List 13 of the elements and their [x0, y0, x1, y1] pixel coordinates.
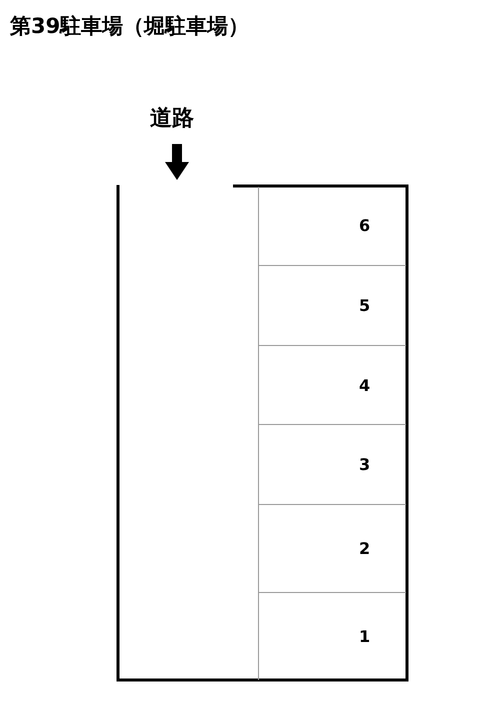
space-number: 1 — [359, 627, 370, 647]
road-label: 道路 — [150, 105, 194, 133]
space-number: 6 — [359, 216, 370, 236]
parking-space — [258, 265, 406, 345]
parking-space — [258, 504, 406, 592]
space-number: 4 — [359, 376, 370, 396]
parking-space — [258, 424, 406, 504]
space-number: 5 — [359, 296, 370, 316]
title: 第39駐車場（堀駐車場） — [10, 13, 250, 40]
parking-space — [258, 592, 406, 680]
parking-space — [258, 345, 406, 424]
space-number: 2 — [359, 539, 370, 559]
space-number: 3 — [359, 455, 370, 475]
